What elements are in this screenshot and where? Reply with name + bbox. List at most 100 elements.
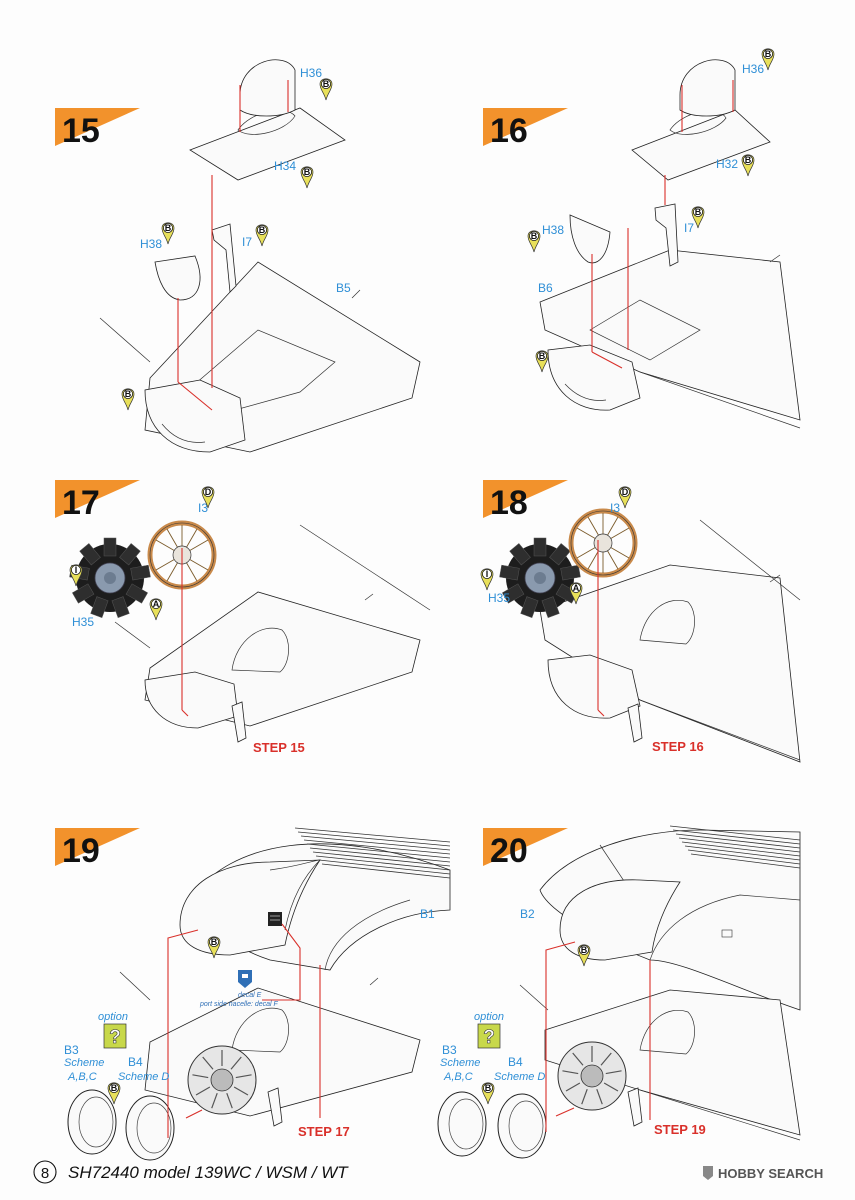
engine-h35 (499, 537, 581, 618)
page-number-circle (33, 1160, 57, 1184)
option-box: ? (103, 1023, 127, 1049)
page-number: 8 (41, 1165, 49, 1182)
step-number: 16 (490, 112, 528, 150)
label-b1: B1 (420, 907, 435, 921)
svg-text:?: ? (109, 1027, 121, 1048)
assembly-arrows-19 (167, 923, 321, 1138)
label-h34: H34 (274, 159, 296, 173)
decal-location (268, 912, 282, 926)
step-19: 19 (55, 827, 451, 1161)
part-i7 (654, 203, 679, 267)
callout-b: B (577, 944, 591, 967)
part-h38 (154, 255, 201, 301)
svg-text:B: B (531, 231, 538, 241)
svg-text:B: B (111, 1083, 118, 1093)
callout-b: B (319, 78, 333, 101)
step-number: 20 (490, 832, 528, 870)
part-h34 (189, 107, 346, 181)
svg-text:B: B (211, 937, 218, 947)
step-banner-19: 19 (55, 828, 140, 870)
step-20: 20 (437, 825, 801, 1159)
watermark-logo-icon (703, 1166, 713, 1180)
nacelle-cowling (179, 859, 321, 956)
watermark-text: HOBBY SEARCH (718, 1166, 823, 1181)
svg-text:B: B (125, 389, 132, 399)
label-scheme-value: A,B,C (67, 1071, 97, 1083)
cowl-ring-b3 (437, 1091, 487, 1157)
decal-note: port side nacelle: decal F (199, 1001, 279, 1008)
label-h38: H38 (542, 223, 564, 237)
svg-text:I: I (486, 569, 489, 579)
label-scheme: Scheme (440, 1057, 480, 1069)
engine-h35 (69, 537, 151, 618)
part-h36 (679, 59, 736, 117)
engine-front (557, 1041, 627, 1111)
svg-text:B: B (581, 945, 588, 955)
svg-text:B: B (259, 225, 266, 235)
callout-b: B (121, 388, 135, 411)
svg-text:B: B (539, 351, 546, 361)
label-h38: H38 (140, 237, 162, 251)
callout-b: B (741, 154, 755, 177)
cowl-ring-b4 (497, 1093, 547, 1159)
label-h36: H36 (300, 66, 322, 80)
step-banner-20: 20 (483, 828, 568, 870)
callout-b: B (161, 222, 175, 245)
callout-b: B (300, 166, 314, 189)
callout-b: B (481, 1082, 495, 1105)
step-number: 17 (62, 484, 100, 522)
cowl-ring-b4 (125, 1095, 175, 1161)
svg-text:D: D (622, 487, 629, 497)
label-option: option (474, 1011, 504, 1023)
callout-b: B (535, 350, 549, 373)
callout-a: A (149, 598, 163, 621)
callout-a: A (569, 582, 583, 605)
footer-title: SH72440 model 139WC / WSM / WT (68, 1163, 349, 1182)
svg-text:A: A (573, 583, 580, 593)
part-i3 (568, 508, 638, 578)
callout-b: B (691, 206, 705, 229)
assembly-arrows-18 (597, 540, 605, 717)
svg-text:D: D (205, 487, 212, 497)
svg-text:B: B (745, 155, 752, 165)
step-reference: STEP 19 (654, 1122, 706, 1137)
nacelle-half (547, 344, 641, 411)
label-b3: B3 (442, 1043, 457, 1057)
label-h35: H35 (72, 615, 94, 629)
svg-text:B: B (304, 167, 311, 177)
assembly-arrows-16 (591, 80, 734, 369)
callout-b: B (761, 48, 775, 71)
step-number: 15 (62, 112, 100, 150)
label-scheme: Scheme (64, 1057, 104, 1069)
svg-text:B: B (485, 1083, 492, 1093)
assembly-arrows-15 (177, 80, 289, 411)
label-b6: B6 (538, 281, 553, 295)
label-h35: H35 (488, 591, 510, 605)
label-scheme-value: A,B,C (443, 1071, 473, 1083)
label-i7: I7 (242, 235, 252, 249)
label-h32: H32 (716, 157, 738, 171)
step-reference: STEP 16 (652, 739, 704, 754)
watermark: HOBBY SEARCH (703, 1166, 823, 1181)
svg-text:A: A (153, 599, 160, 609)
step-18: 18 (480, 480, 801, 763)
label-scheme: Scheme D (118, 1071, 169, 1083)
option-box: ? (477, 1023, 501, 1049)
label-b4: B4 (508, 1055, 523, 1069)
assembly-arrows-20 (545, 941, 651, 1132)
part-b2 (539, 825, 801, 1011)
step-banner-16: 16 (483, 108, 568, 150)
callout-d: D (618, 486, 632, 509)
part-h38 (569, 214, 611, 264)
svg-text:?: ? (483, 1027, 495, 1048)
step-15: 15 (55, 59, 421, 453)
part-h36 (239, 59, 296, 117)
wing-assembly (519, 984, 801, 1141)
callout-b: B (255, 224, 269, 247)
step-number: 19 (62, 832, 100, 870)
label-scheme: Scheme D (494, 1071, 545, 1083)
svg-text:I: I (75, 565, 78, 575)
svg-text:B: B (765, 49, 772, 59)
label-option: option (98, 1011, 128, 1023)
